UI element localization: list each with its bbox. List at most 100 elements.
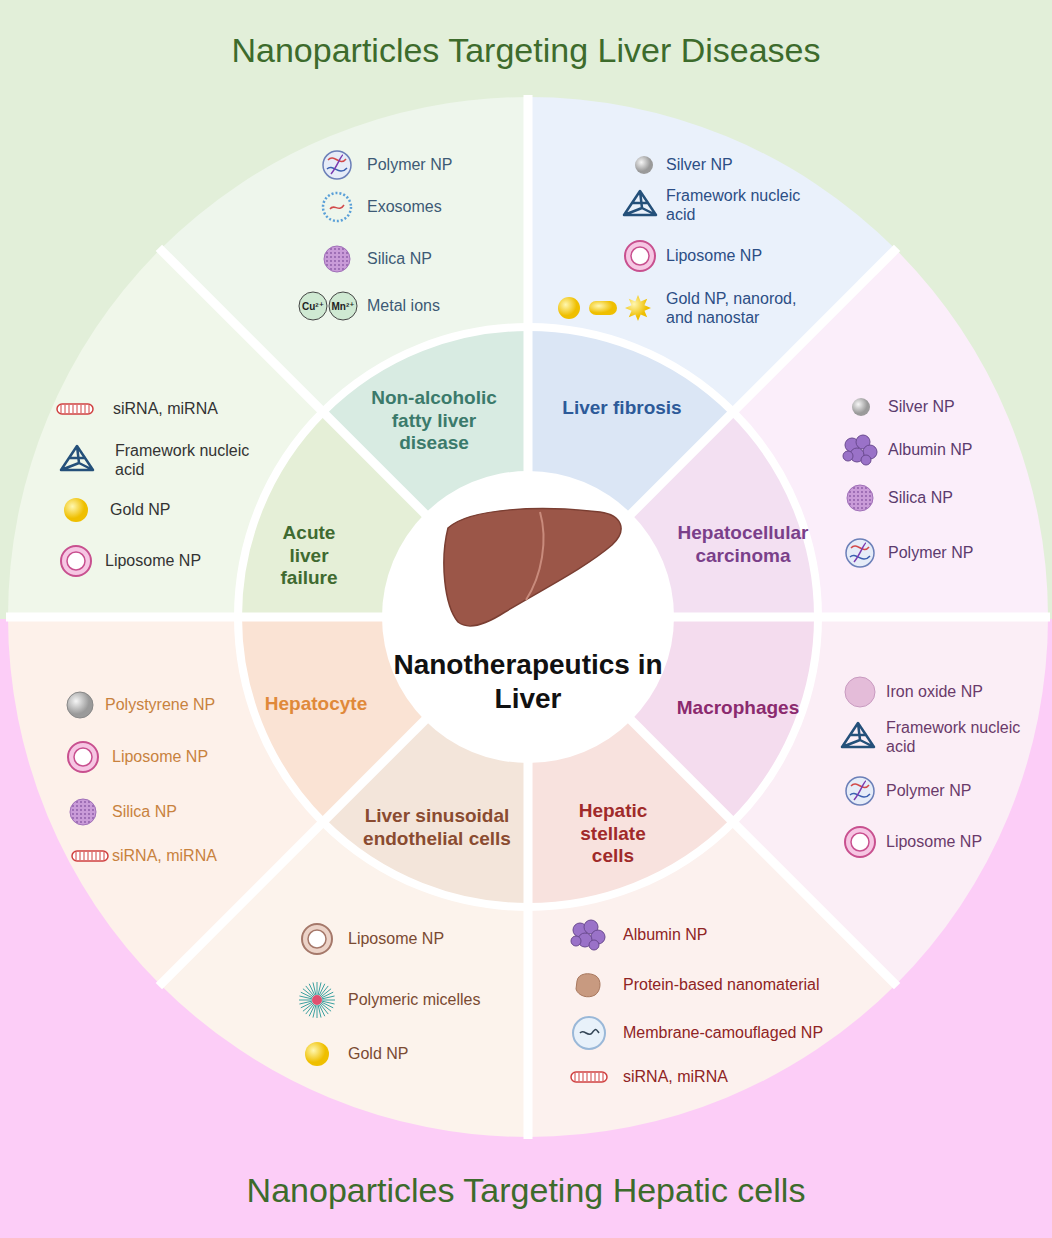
- nanoparticle-label: siRNA, miRNA: [112, 846, 217, 865]
- nanoparticle-icon: [302, 924, 332, 954]
- nanoparticle-label: Silica NP: [367, 249, 432, 268]
- nanoparticle-label: Polymer NP: [367, 155, 452, 174]
- ion-symbol: Cu²⁺: [302, 301, 324, 312]
- nanoparticle-label: Liposome NP: [666, 246, 762, 265]
- nanoparticle-icon: [64, 498, 88, 522]
- nanoparticle-label: Framework nucleic acid: [115, 441, 265, 479]
- sector-name: Acute liver failure: [264, 522, 354, 590]
- nanoparticle-label: Gold NP: [348, 1044, 408, 1063]
- nanoparticle-icon: [845, 677, 875, 707]
- nanoparticle-label: Polystyrene NP: [105, 695, 215, 714]
- nanoparticle-icon: [842, 723, 874, 747]
- nanoparticle-icon: [625, 241, 655, 271]
- nanoparticle-label: Gold NP: [110, 500, 170, 519]
- center-title: Nanotherapeutics in Liver: [393, 648, 663, 715]
- section-heading: Nanoparticles Targeting Hepatic cells: [0, 1171, 1052, 1210]
- sector-items: siRNA, miRNA Framework nucleic acidGold N…: [101, 395, 269, 574]
- sector-name: Liver sinusoidal endothelial cells: [337, 805, 537, 851]
- sector-items: Polymer NP ExosomesSilica NP Metal ions: [363, 151, 456, 319]
- sector-label: Acute liver failure: [264, 522, 354, 590]
- sector-name: Macrophages: [658, 697, 818, 720]
- nanoparticle-label: Framework nucleic acid: [666, 186, 816, 224]
- sector-label: Liver sinusoidal endothelial cells: [337, 805, 537, 851]
- nanoparticle-icon: [573, 1017, 605, 1049]
- nanoparticle-label: Membrane-camouflaged NP: [623, 1023, 823, 1042]
- nanoparticle-icon: [68, 742, 98, 772]
- nanoparticle-label: Framework nucleic acid: [886, 718, 1026, 756]
- nanoparticle-icon: [67, 692, 93, 718]
- section-heading: Nanoparticles Targeting Liver Diseases: [0, 31, 1052, 70]
- sector-divider: [524, 757, 533, 1139]
- nanoparticle-label: Polymer NP: [888, 543, 973, 562]
- nanoparticle-icon: [635, 156, 653, 174]
- sector-label: Liver fibrosis: [522, 397, 722, 420]
- sector-items: Polystyrene NP Liposome NP Silica NP siRNA,…: [101, 691, 221, 869]
- sector-label: Hepatic stellate cells: [563, 800, 663, 868]
- sector-name: Hepatic stellate cells: [563, 800, 663, 868]
- nanoparticle-icon: [852, 398, 870, 416]
- sector-items: Albumin NP Protein-based nanomaterialMemb…: [619, 921, 827, 1090]
- sector-items: Silver NP Framework nucleic acidLiposome …: [662, 151, 820, 331]
- sector-divider: [668, 613, 1050, 622]
- nanoparticle-label: Liposome NP: [112, 747, 208, 766]
- nanoparticle-label: Protein-based nanomaterial: [623, 975, 820, 994]
- nanoparticle-label: Liposome NP: [886, 832, 982, 851]
- nanoparticle-icon: [324, 246, 350, 272]
- nanoparticle-icon: [299, 982, 335, 1018]
- sector-name: Hepatocellular carcinoma: [658, 522, 828, 568]
- wheel: [6, 95, 1050, 1139]
- nanoparticle-icon: [72, 851, 108, 861]
- sector-label: Macrophages: [658, 697, 818, 720]
- sector-divider: [159, 248, 429, 518]
- nanoparticle-icon: [846, 539, 874, 567]
- sector-name: Hepatocyte: [241, 693, 391, 716]
- nanoparticle-icon: [57, 404, 93, 414]
- nanoparticle-label: Gold NP, nanorod, and nanostar: [666, 289, 816, 327]
- nanoparticle-icon: [847, 485, 873, 511]
- sector-items: Iron oxide NP Framework nucleic acidPolym…: [882, 678, 1030, 855]
- nanoparticle-icon: [843, 435, 877, 465]
- nanoparticle-label: siRNA, miRNA: [113, 399, 218, 418]
- liver-illustration: [444, 509, 621, 626]
- sector-divider: [6, 613, 388, 622]
- nanoparticle-label: Metal ions: [367, 296, 440, 315]
- nanoparticle-icon: [61, 546, 91, 576]
- nanoparticle-label: Liposome NP: [105, 551, 201, 570]
- nanoparticle-icon: [323, 193, 351, 221]
- nanoparticle-label: Liposome NP: [348, 929, 444, 948]
- nanoparticle-icon: [624, 191, 656, 215]
- nanoparticle-icon: [571, 1072, 607, 1082]
- sector-name: Non-alcoholic fatty liver disease: [359, 387, 509, 455]
- sector-label: Hepatocyte: [241, 693, 391, 716]
- center-disc: [382, 471, 674, 763]
- nanoparticle-icon: [571, 920, 605, 950]
- nanoparticle-icon: [558, 295, 651, 321]
- sector-divider: [627, 248, 897, 518]
- nanoparticle-label: Iron oxide NP: [886, 682, 983, 701]
- sector-divider: [524, 95, 533, 477]
- center-circle: Nanotherapeutics in Liver: [393, 648, 663, 715]
- nanoparticle-label: Polymer NP: [886, 781, 971, 800]
- nanoparticle-icon: [61, 446, 93, 470]
- ion-symbol: Mn²⁺: [331, 301, 354, 312]
- nanoparticle-label: Silver NP: [888, 397, 955, 416]
- nanoparticle-label: Exosomes: [367, 197, 442, 216]
- nanoparticle-icon: [846, 777, 874, 805]
- nanoparticle-label: siRNA, miRNA: [623, 1067, 728, 1086]
- nanoparticle-icon: [576, 974, 600, 997]
- nanoparticle-icon: [305, 1042, 329, 1066]
- icons: [57, 151, 877, 1082]
- nanoparticle-label: Polymeric micelles: [348, 990, 480, 1009]
- sector-items: Liposome NP Polymeric micellesGold NP: [344, 925, 484, 1067]
- nanoparticle-label: Silver NP: [666, 155, 733, 174]
- nanoparticle-icon: [299, 292, 357, 320]
- nanoparticle-label: Albumin NP: [888, 440, 972, 459]
- nanoparticle-label: Silica NP: [888, 488, 953, 507]
- nanoparticle-icon: [70, 799, 96, 825]
- nanoparticle-label: Albumin NP: [623, 925, 707, 944]
- sector-label: Non-alcoholic fatty liver disease: [359, 387, 509, 455]
- nanoparticle-label: Silica NP: [112, 802, 177, 821]
- sector-items: Silver NP Albumin NP Silica NP Polymer NP: [884, 393, 977, 566]
- sector-label: Hepatocellular carcinoma: [658, 522, 828, 568]
